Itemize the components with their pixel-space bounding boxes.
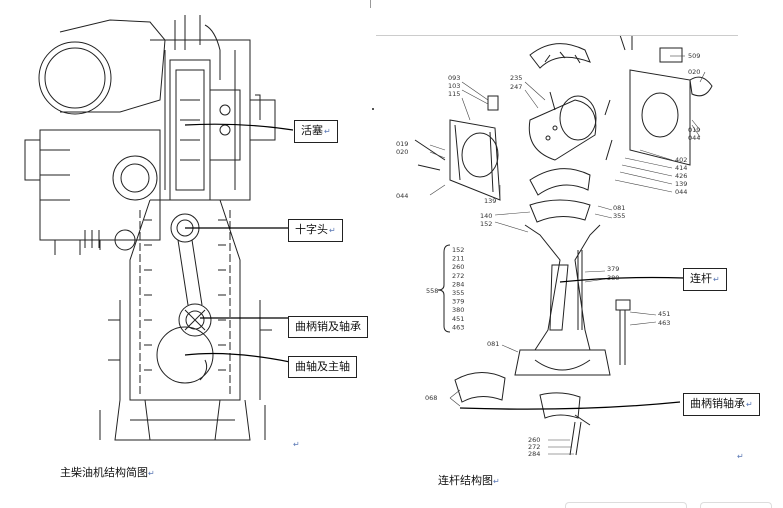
- part-number-020-left: 020: [396, 148, 408, 156]
- part-number-284: 284: [528, 450, 540, 458]
- part-number-044-right: 044: [688, 134, 700, 142]
- part-number-093: 093: [448, 74, 460, 82]
- part-number-152: 152: [480, 220, 492, 228]
- label-crankshaft-and-main-journal: 曲轴及主轴: [288, 356, 357, 378]
- part-number-115: 115: [448, 90, 460, 98]
- part-number-044-lower: 044: [675, 188, 687, 196]
- page-edge-right: [370, 0, 371, 8]
- caption-connecting-rod-structure: 连杆结构图↵: [438, 474, 500, 487]
- bracket-list-item: 284: [452, 280, 464, 288]
- label-crankpin-bearing: 曲柄销轴承↵: [683, 393, 760, 416]
- part-number-020-right: 020: [688, 68, 700, 76]
- part-number-068: 068: [425, 394, 437, 402]
- bracket-list-item: 355: [452, 289, 464, 297]
- part-number-402: 402: [675, 156, 687, 164]
- bottom-tab-ghost-1: [565, 502, 687, 508]
- part-number-247: 247: [510, 83, 522, 91]
- bracket-list-item: 380: [452, 306, 464, 314]
- top-rule: [376, 35, 738, 36]
- bracket-list-item: 272: [452, 272, 464, 280]
- part-number-379: 379: [607, 265, 619, 273]
- part-number-103: 103: [448, 82, 460, 90]
- label-connecting-rod: 连杆↵: [683, 268, 727, 291]
- part-number-019-left: 019: [396, 140, 408, 148]
- part-number-081-lower: 081: [487, 340, 499, 348]
- part-number-260: 260: [528, 436, 540, 444]
- bracket-list-item: 379: [452, 298, 464, 306]
- part-number-139-right: 139: [675, 180, 687, 188]
- part-number-355: 355: [613, 212, 625, 220]
- label-crankpin-and-bearing: 曲柄销及轴承: [288, 316, 368, 338]
- part-number-019-right: 019: [688, 126, 700, 134]
- bracket-list-item: 451: [452, 315, 464, 323]
- bracket-number-558: 558: [426, 287, 438, 295]
- part-number-235: 235: [510, 74, 522, 82]
- paragraph-mark-left: ↵: [293, 440, 300, 449]
- bracket-list-item: 152: [452, 246, 464, 254]
- label-crosshead: 十字头↵: [288, 219, 343, 242]
- part-number-272: 272: [528, 443, 540, 451]
- part-number-426: 426: [675, 172, 687, 180]
- bracket-list-item: 463: [452, 323, 464, 331]
- part-number-451: 451: [658, 310, 670, 318]
- bracket-list-item: 211: [452, 255, 464, 263]
- part-number-380: 380: [607, 274, 619, 282]
- caption-main-diesel-engine: 主柴油机结构简图↵: [60, 466, 155, 479]
- label-piston: 活塞↵: [294, 120, 338, 143]
- page-corner-marker: [372, 108, 374, 110]
- part-number-463: 463: [658, 319, 670, 327]
- part-number-509: 509: [688, 52, 700, 60]
- part-number-140: 140: [480, 212, 492, 220]
- part-number-139-left: 139: [484, 197, 496, 205]
- paragraph-mark-right: ↵: [737, 452, 744, 461]
- part-number-044-left: 044: [396, 192, 408, 200]
- part-number-081-upper: 081: [613, 204, 625, 212]
- part-number-414: 414: [675, 164, 687, 172]
- bracket-list-item: 260: [452, 263, 464, 271]
- bottom-tab-ghost-2: [700, 502, 772, 508]
